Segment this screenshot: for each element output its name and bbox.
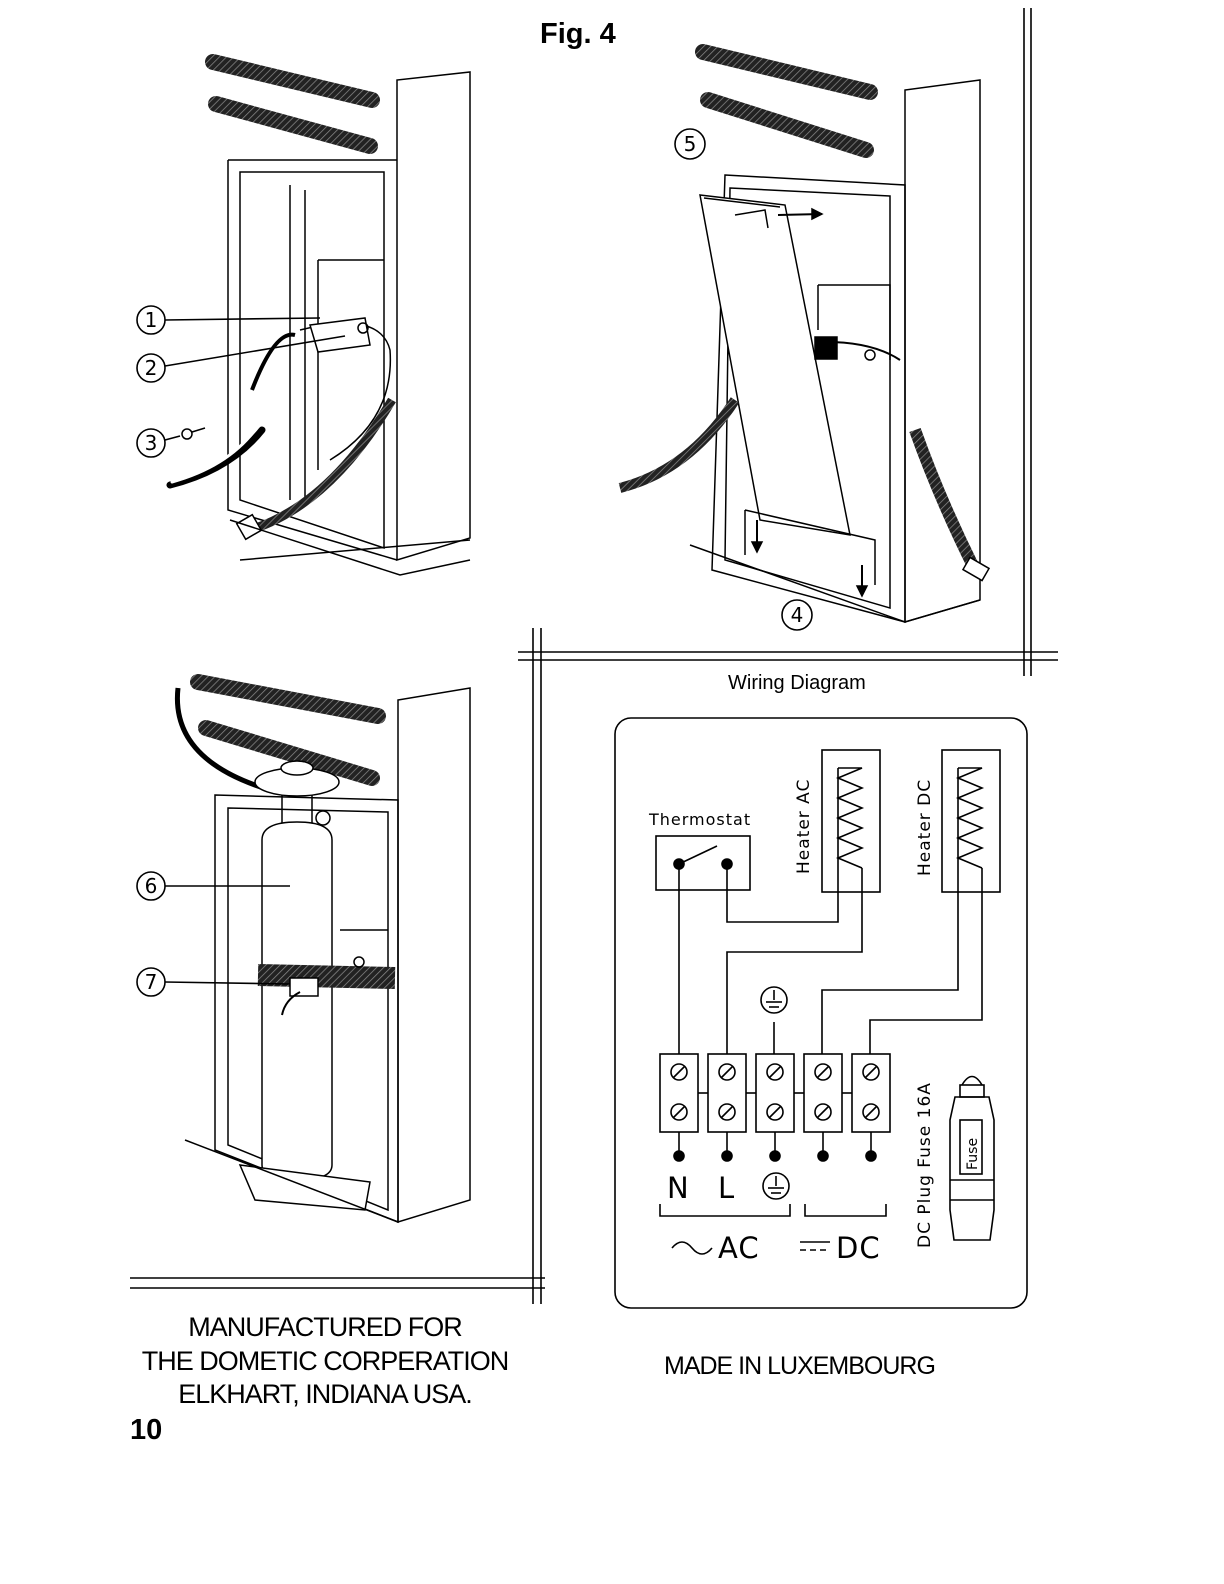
heater-ac-box — [822, 750, 880, 892]
wiring-diagram-title: Wiring Diagram — [728, 672, 866, 695]
terminal-block — [660, 1054, 890, 1161]
callout-label: 1 — [145, 308, 158, 332]
illustration-remove-panel — [620, 52, 989, 622]
heater-dc-box — [942, 750, 1000, 892]
manufacturer-line-1: MANUFACTURED FOR — [130, 1312, 520, 1343]
page-number: 10 — [130, 1414, 162, 1447]
callout-label: 5 — [684, 132, 697, 156]
callout-5: 5 — [675, 129, 705, 159]
callout-label: 7 — [145, 970, 158, 994]
manufacturer-line-2: THE DOMETIC CORPERATION — [130, 1346, 520, 1377]
callout-3: 3 — [137, 429, 180, 457]
callout-label: 3 — [145, 431, 158, 455]
terminal-l-label: L — [718, 1171, 734, 1205]
fuse-label: Fuse — [965, 1138, 981, 1170]
dc-label: DC — [836, 1231, 881, 1265]
heater-ac-label: Heater AC — [794, 779, 814, 874]
callout-label: 4 — [791, 603, 804, 627]
callout-2: 2 — [137, 336, 345, 382]
dc-plug-drawing: Fuse — [950, 1077, 994, 1241]
thermostat-box — [656, 836, 750, 890]
callout-label: 2 — [145, 356, 158, 380]
heater-dc-label: Heater DC — [915, 779, 935, 876]
dc-plug-label: DC Plug Fuse 16A — [915, 1082, 935, 1248]
illustration-install-cylinder — [177, 682, 470, 1222]
ac-symbol — [672, 1242, 712, 1254]
manufacturer-line-3: ELKHART, INDIANA USA. — [130, 1379, 520, 1410]
terminal-n-label: N — [667, 1171, 689, 1205]
callout-4: 4 — [782, 600, 812, 630]
callout-label: 6 — [145, 874, 158, 898]
wiring-diagram: Thermostat Heater AC Heater DC — [615, 718, 1027, 1308]
made-in-label: MADE IN LUXEMBOURG — [664, 1352, 935, 1381]
thermostat-label: Thermostat — [648, 810, 751, 829]
ac-label: AC — [718, 1231, 760, 1265]
